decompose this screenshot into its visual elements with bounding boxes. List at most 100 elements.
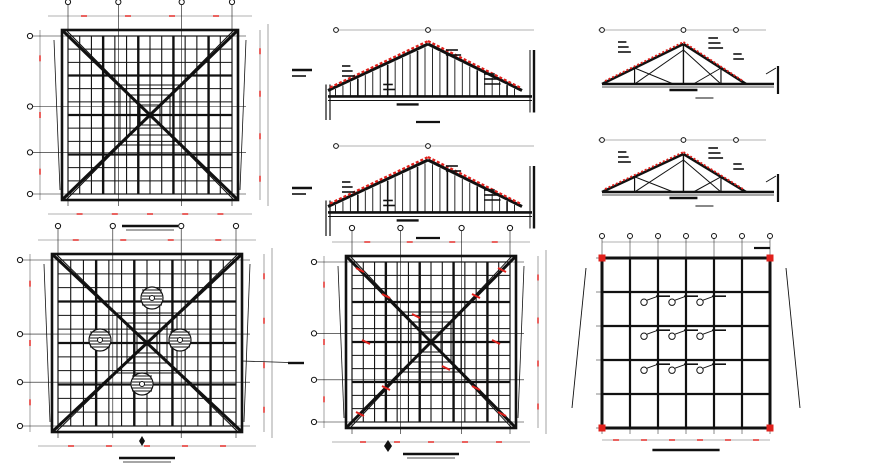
roof-section-1: [292, 27, 536, 124]
column-post: [766, 254, 774, 262]
grid-bubble: [680, 137, 687, 143]
grid-bubble: [26, 32, 34, 40]
grid-bubble: [333, 27, 339, 33]
hip-beam-edge: [55, 253, 148, 344]
eave-line: [53, 39, 61, 191]
roof-tiles: [427, 156, 521, 205]
grid-bubble: [26, 149, 34, 156]
roof-slope-right: [427, 42, 523, 92]
ceiling-grid-plan: [571, 233, 801, 452]
web-diagonal: [634, 159, 684, 193]
grid-bubble: [228, 0, 236, 6]
outer-wall: [344, 254, 518, 430]
eave-line: [239, 39, 247, 191]
fan-hub: [97, 337, 103, 343]
roof-slope-right: [427, 158, 523, 208]
hip-beam-edge: [55, 342, 148, 433]
grid-bubble: [310, 258, 318, 266]
grid-bubble: [425, 143, 431, 149]
grid-bubble: [683, 233, 689, 239]
column-post: [598, 424, 606, 432]
grid-bubble: [310, 330, 318, 337]
grid-bubble: [627, 233, 633, 239]
web-diagonal: [683, 159, 722, 193]
web-diagonal: [693, 176, 722, 193]
ring-purlin: [400, 311, 462, 373]
grid-bubble: [16, 379, 24, 386]
ring-purlin: [136, 332, 158, 354]
light-fixture-icon: [696, 298, 704, 306]
dimension-mark: [411, 313, 421, 319]
roof-tiles: [604, 41, 684, 82]
grid-bubble: [655, 233, 661, 239]
eave-line: [243, 263, 251, 423]
eave-line: [337, 265, 345, 419]
ring-purlin: [410, 321, 452, 363]
roof-framing-plan-2: [16, 222, 305, 463]
roof-framing-plan-1: [26, 0, 269, 231]
grid-bubble: [310, 376, 318, 383]
ring-purlin: [129, 94, 171, 136]
ceiling-fan: [140, 286, 164, 310]
grid-bubble: [458, 224, 465, 232]
dimension-mark: [355, 267, 365, 273]
dimension-mark: [355, 411, 365, 417]
north-arrow-icon: [139, 436, 145, 446]
column-post: [766, 424, 774, 432]
outer-wall: [50, 252, 244, 434]
grid-bubble: [733, 27, 739, 33]
grid-bubble: [16, 331, 24, 338]
dimension-mark: [381, 385, 391, 391]
web-diagonal: [634, 67, 674, 85]
roof-tiles: [427, 40, 521, 89]
grid-bubble: [680, 27, 687, 33]
web-diagonal: [683, 49, 722, 85]
hip-beam-edge: [430, 341, 513, 429]
ring-purlin: [420, 331, 442, 353]
light-fixture-icon: [668, 332, 676, 340]
ceiling-fan: [88, 328, 112, 352]
column-post: [598, 254, 606, 262]
light-fixture-icon: [640, 298, 648, 306]
fan-hub: [149, 295, 155, 301]
dimension-mark: [497, 267, 507, 273]
grid-bubble: [26, 190, 34, 198]
grid-bubble: [599, 27, 605, 33]
hip-beam-edge: [149, 114, 235, 201]
outer-wall: [60, 28, 240, 202]
truss-elevation-2: [598, 137, 780, 207]
web-diagonal: [634, 49, 684, 85]
light-fixture-icon: [696, 366, 704, 374]
eave-line: [571, 267, 587, 409]
grid-bubble: [232, 222, 240, 230]
grid-bubble: [397, 224, 404, 232]
dimension-mark: [491, 339, 501, 345]
top-chord: [601, 152, 684, 194]
grid-bubble: [54, 222, 62, 230]
gutter: [765, 175, 777, 183]
hip-beam-edge: [65, 29, 151, 116]
dimension-mark: [361, 339, 371, 345]
roof-tiles: [604, 151, 684, 190]
hip-beam-edge: [146, 342, 239, 433]
roof-framing-plan-3: [310, 224, 547, 459]
roof-slope-left: [327, 158, 429, 208]
top-chord: [682, 152, 747, 194]
ceiling-fan: [168, 328, 192, 352]
roof-tiles: [329, 156, 429, 205]
fan-hub: [177, 337, 183, 343]
hip-beam-edge: [349, 341, 432, 429]
top-chord: [601, 42, 685, 86]
ring-purlin: [139, 104, 161, 126]
grid-bubble: [26, 103, 34, 110]
grid-bubble: [64, 0, 72, 6]
hip-beam-edge: [149, 29, 235, 116]
grid-bubble: [599, 137, 605, 143]
grid-bubble: [109, 222, 116, 230]
dimension-mark: [381, 293, 391, 299]
ceiling-fan: [130, 372, 154, 396]
roof-section-2: [292, 143, 536, 240]
grid-bubble: [711, 233, 717, 239]
